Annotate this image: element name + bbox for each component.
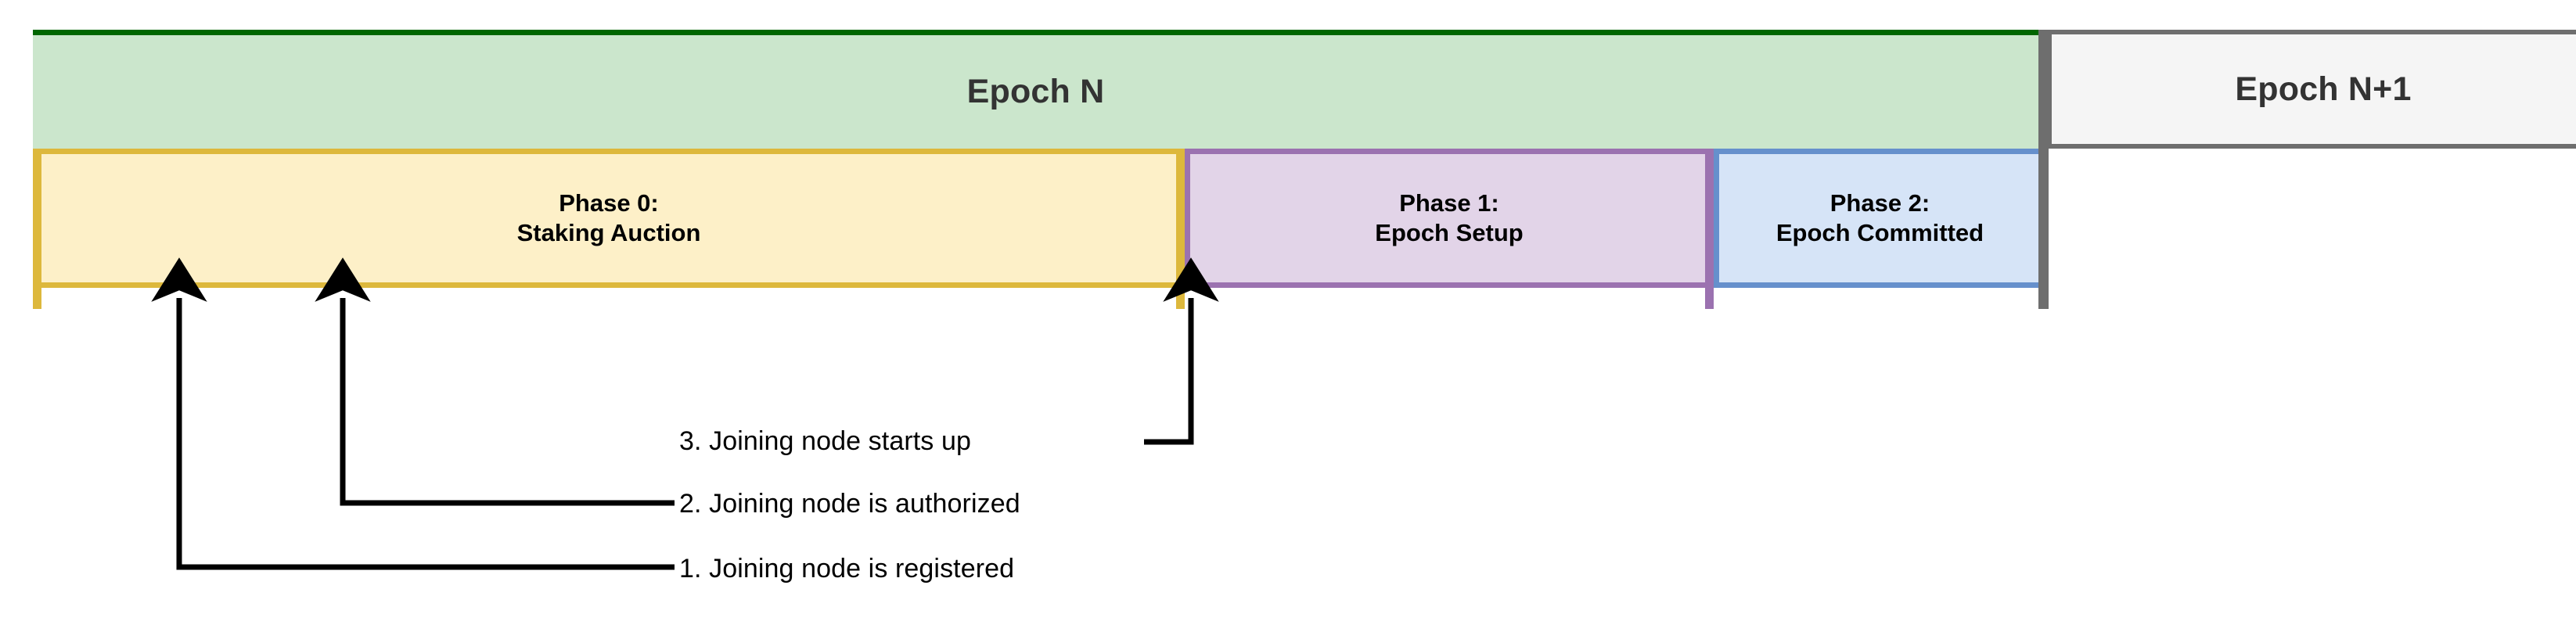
phase-1-end-tick	[1705, 149, 1714, 309]
phase-0-start-tick	[33, 149, 41, 309]
phase-1-title: Phase 1:	[1399, 189, 1499, 217]
phase-0-subtitle: Staking Auction	[516, 219, 701, 246]
phase-0-title: Phase 0:	[559, 189, 659, 217]
epoch-n-box: Epoch N	[33, 30, 2038, 149]
phase-2-box: Phase 2: Epoch Committed	[1714, 149, 2046, 288]
connector-callout-2	[315, 257, 675, 506]
connector-callout-3	[1144, 257, 1219, 445]
phase-1-box: Phase 1: Epoch Setup	[1185, 149, 1714, 288]
phase-2-subtitle: Epoch Committed	[1775, 219, 1984, 246]
phase-0-box: Phase 0: Staking Auction	[33, 149, 1185, 288]
callout-label-1: 1. Joining node is registered	[679, 554, 1015, 584]
phase-2-title: Phase 2:	[1829, 189, 1930, 217]
epoch-n-label: Epoch N	[966, 73, 1105, 110]
epoch-n-plus-1-box: Epoch N+1	[2047, 30, 2576, 149]
epoch-n-plus-1-label: Epoch N+1	[2235, 70, 2412, 108]
phase-0-end-tick	[1176, 149, 1185, 309]
epoch-boundary-tick	[2038, 30, 2049, 309]
connector-callout-1	[151, 257, 675, 570]
callout-label-2: 2. Joining node is authorized	[679, 489, 1020, 519]
phase-1-subtitle: Epoch Setup	[1375, 219, 1524, 246]
callout-label-3: 3. Joining node starts up	[679, 426, 971, 456]
